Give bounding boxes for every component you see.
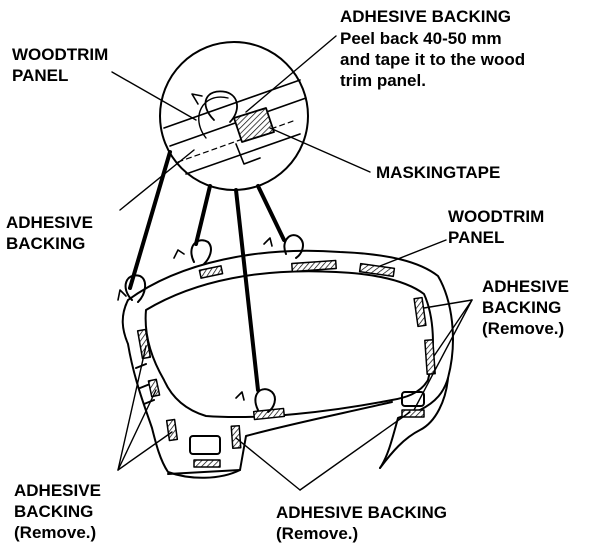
label-adhesive-backing-remove-bottom-left: ADHESIVE BACKING (Remove.) bbox=[14, 481, 101, 542]
label-adhesive-backing-left: ADHESIVE BACKING bbox=[6, 213, 93, 253]
leader-lines bbox=[111, 35, 473, 491]
label-masking-tape: MASKINGTAPE bbox=[376, 163, 501, 182]
peeled-backing-loops bbox=[117, 234, 304, 413]
label-wood-trim-panel-right: WOODTRIM PANEL bbox=[448, 207, 545, 247]
wood-trim-panel-frame bbox=[121, 249, 454, 479]
label-adhesive-backing-remove-bottom-center: ADHESIVE BACKING (Remove.) bbox=[276, 503, 447, 543]
label-wood-trim-panel-top: WOODTRIM PANEL bbox=[12, 45, 109, 85]
detail-magnifier-circle bbox=[159, 41, 309, 191]
label-adhesive-backing-peel-title: ADHESIVE BACKING bbox=[340, 7, 511, 26]
label-adhesive-backing-peel-instruction: Peel back 40-50 mm and tape it to the wo… bbox=[340, 29, 526, 90]
adhesive-backing-strips bbox=[136, 259, 436, 468]
label-adhesive-backing-remove-right: ADHESIVE BACKING (Remove.) bbox=[482, 277, 569, 338]
